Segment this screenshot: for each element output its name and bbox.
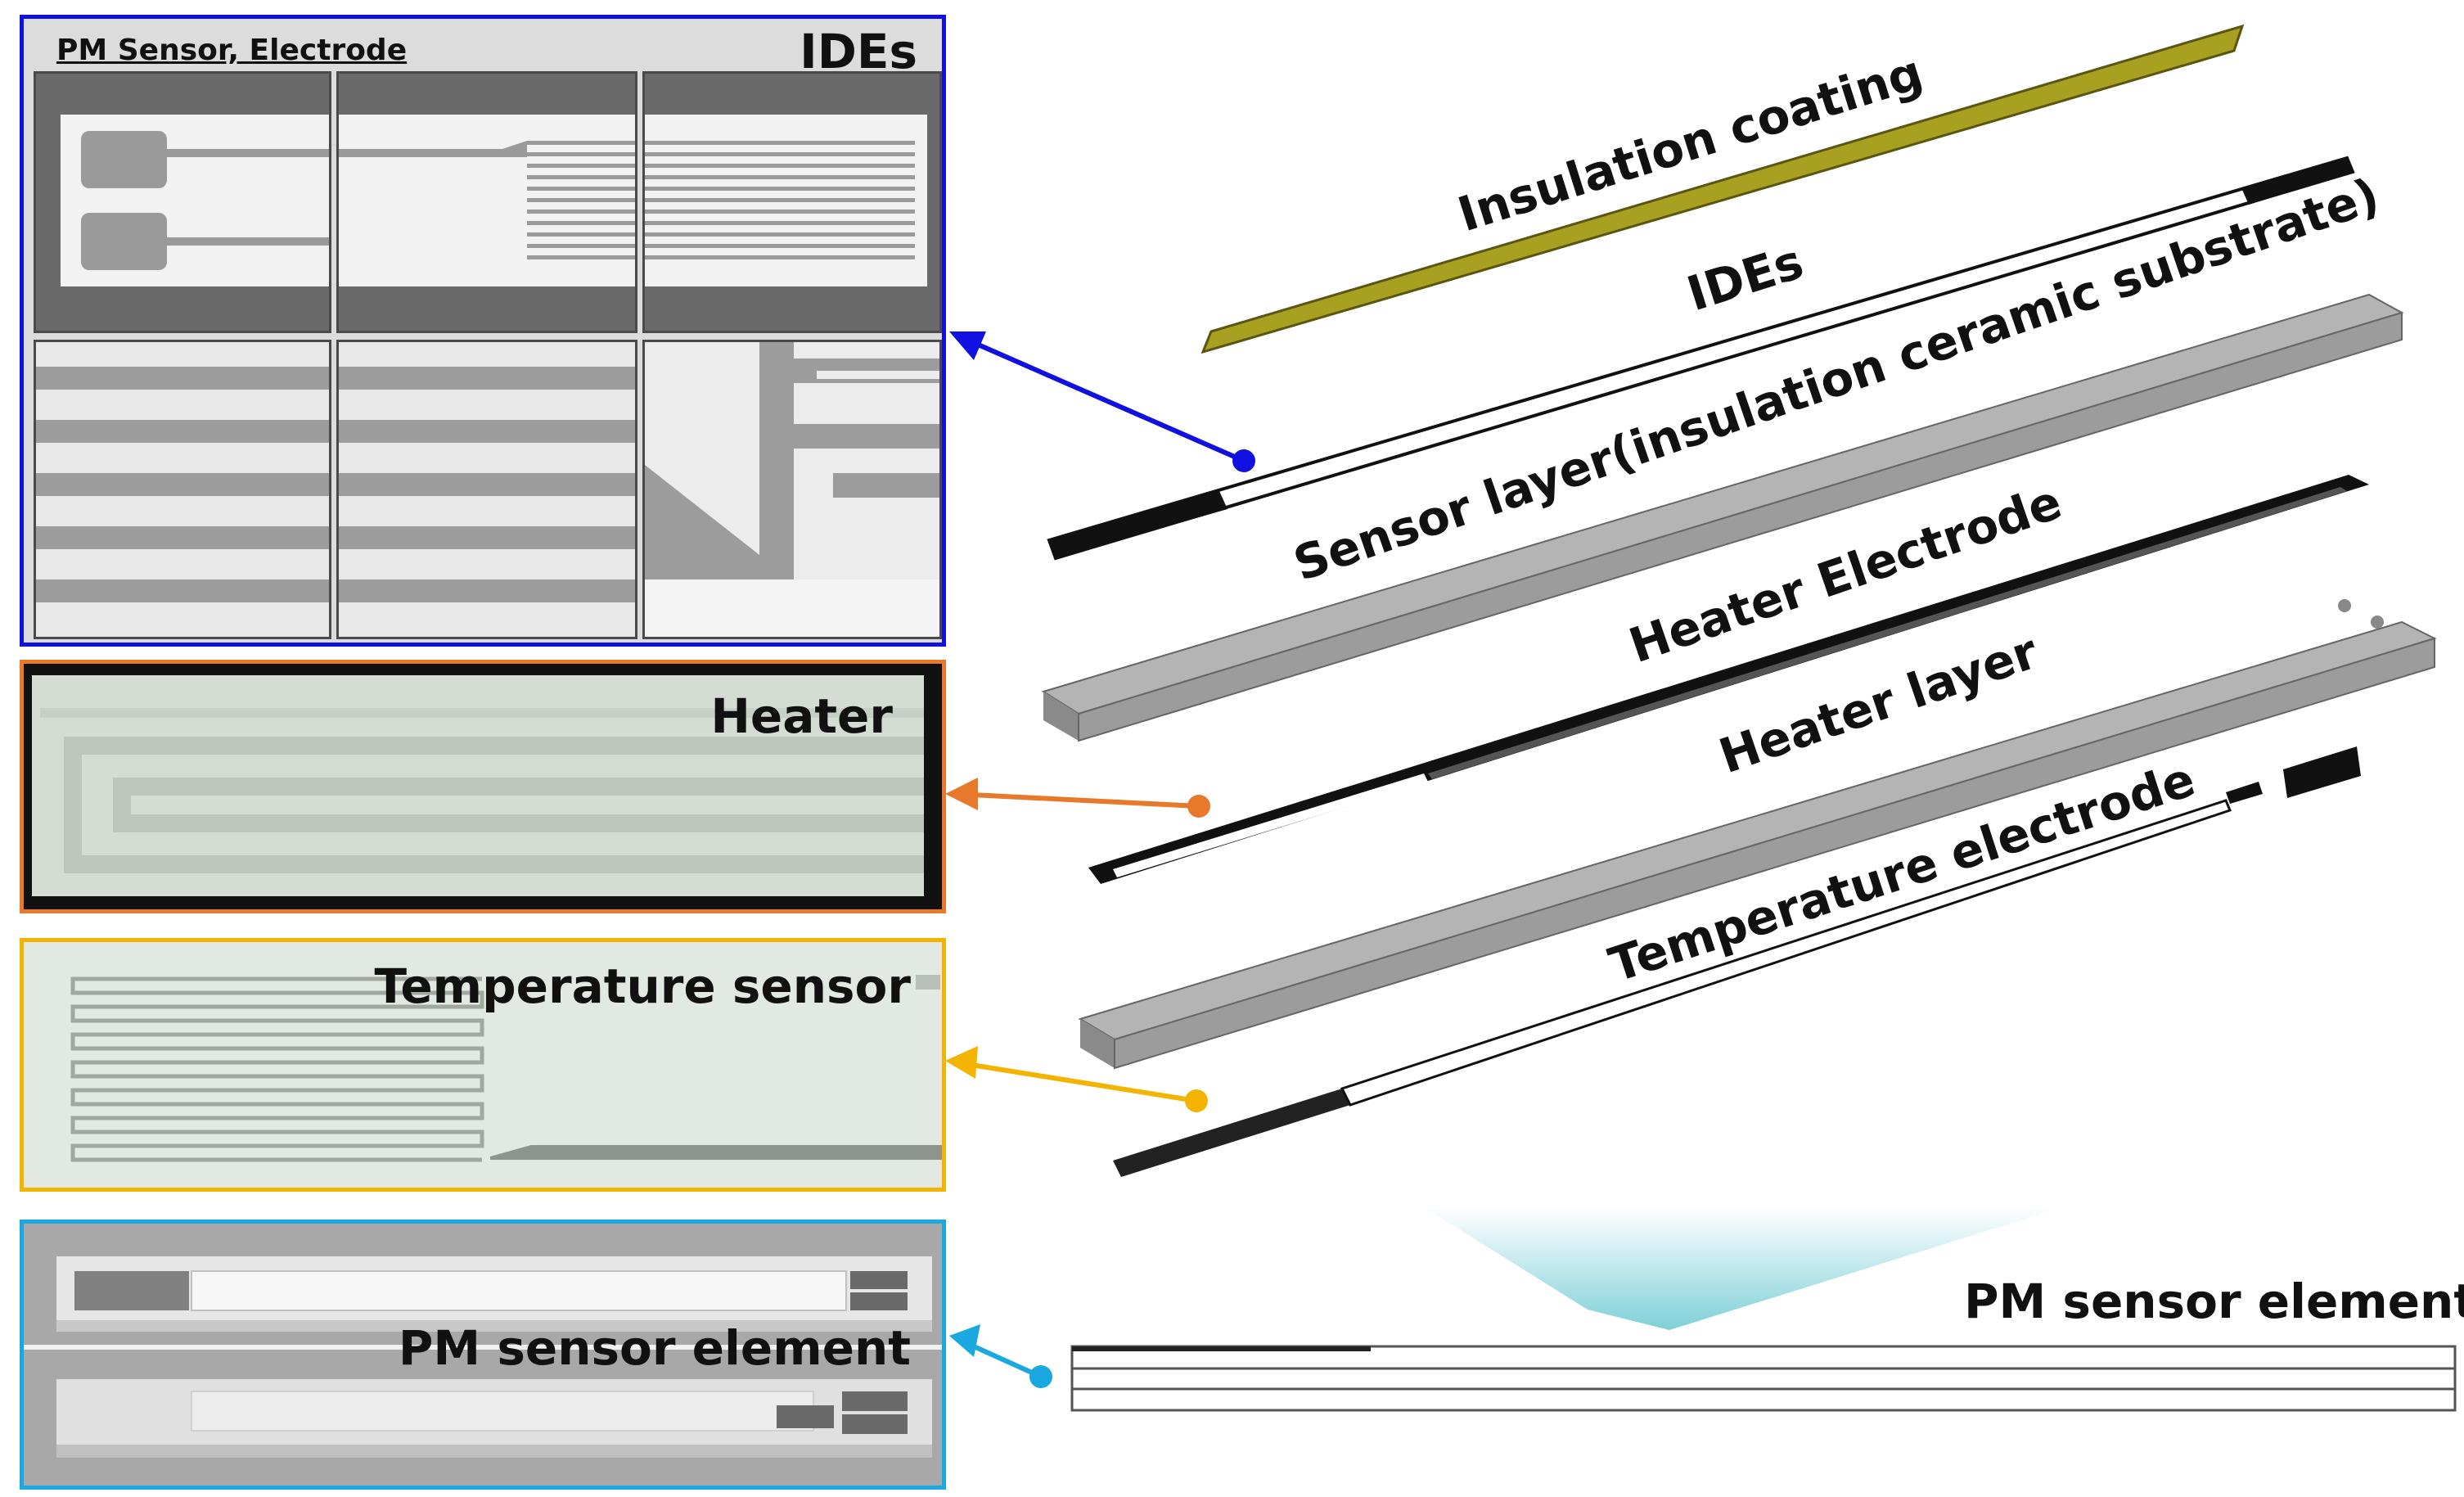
ides-zoom-stripes-1-image [36, 367, 329, 602]
element-connector-dot [1029, 1365, 1052, 1388]
heater-electrode-gap [1113, 773, 1428, 877]
ides-micrograph-pads [34, 71, 331, 333]
heater-panel-title: Heater [710, 688, 893, 744]
assembled-element-label: PM sensor element [1964, 1274, 2464, 1329]
ides-micrograph-taper [336, 71, 637, 333]
temperature-image [24, 942, 942, 1188]
heater-layer-via-1 [2338, 599, 2351, 612]
element-photo-panel: PM sensor element [20, 1220, 946, 1490]
heater-layer-top [1078, 620, 2437, 1041]
ides-panel-title: IDEs [800, 24, 917, 79]
temperature-electrode-contact-2 [2226, 782, 2263, 804]
element-image [24, 1224, 942, 1486]
assembly-arrow [1424, 1207, 2062, 1330]
ides-micrograph-fingers [642, 71, 942, 333]
ides-panel-caption: PM Sensor, Electrode [56, 34, 408, 67]
temperature-connector-dot [1185, 1089, 1208, 1112]
element-connector-arrowhead [949, 1324, 980, 1357]
heater-electrode-gap-2 [1428, 487, 2347, 779]
ides-connector-line [956, 333, 1246, 463]
ides-connector-dot [1232, 449, 1255, 472]
temperature-connector-line [955, 1060, 1197, 1103]
ides-zoom-stripes-2-image [339, 367, 635, 602]
ides-zoom-stripes-1 [34, 340, 331, 639]
heater-photo-panel: Heater [20, 660, 946, 913]
temperature-connector-arrowhead [945, 1046, 978, 1079]
temperature-electrode-contact-1 [2283, 746, 2361, 798]
insulation-coating-layer [1200, 24, 2245, 354]
temperature-panel-title: Temperature sensor [374, 958, 911, 1014]
temperature-electrode-trace [1340, 799, 2232, 1107]
sensor-layer-front [1043, 692, 1079, 741]
heater-image [32, 675, 924, 896]
assembled-sensor-element [1070, 1345, 2457, 1412]
temperature-electrode-pad [1113, 1089, 1350, 1177]
element-panel-title: PM sensor element [398, 1320, 911, 1376]
sensor-layer-side [1078, 311, 2403, 742]
ides-pads-image [61, 115, 329, 286]
heater-layer-side [1114, 637, 2435, 1070]
ides-fingers-image [645, 115, 927, 286]
ides-taper-image [339, 115, 635, 286]
heater-layer-front [1080, 1019, 1115, 1068]
ides-electrode-pad-right [2242, 158, 2353, 205]
heater-connector-line [955, 791, 1200, 809]
heater-connector-arrowhead [945, 778, 978, 810]
ides-zoom-junction-image [645, 342, 939, 637]
heater-layer-via-2 [2371, 615, 2384, 629]
ides-photo-panel: PM Sensor, Electrode IDEs [20, 15, 946, 647]
ides-connector-arrowhead [949, 331, 986, 360]
ides-electrode-pad-left [1049, 491, 1227, 558]
ides-zoom-junction [642, 340, 942, 639]
heater-connector-dot [1187, 795, 1210, 818]
ides-zoom-stripes-2 [336, 340, 637, 639]
temperature-photo-panel: Temperature sensor [20, 938, 946, 1192]
ides-layer-label: IDEs [1681, 233, 1810, 322]
